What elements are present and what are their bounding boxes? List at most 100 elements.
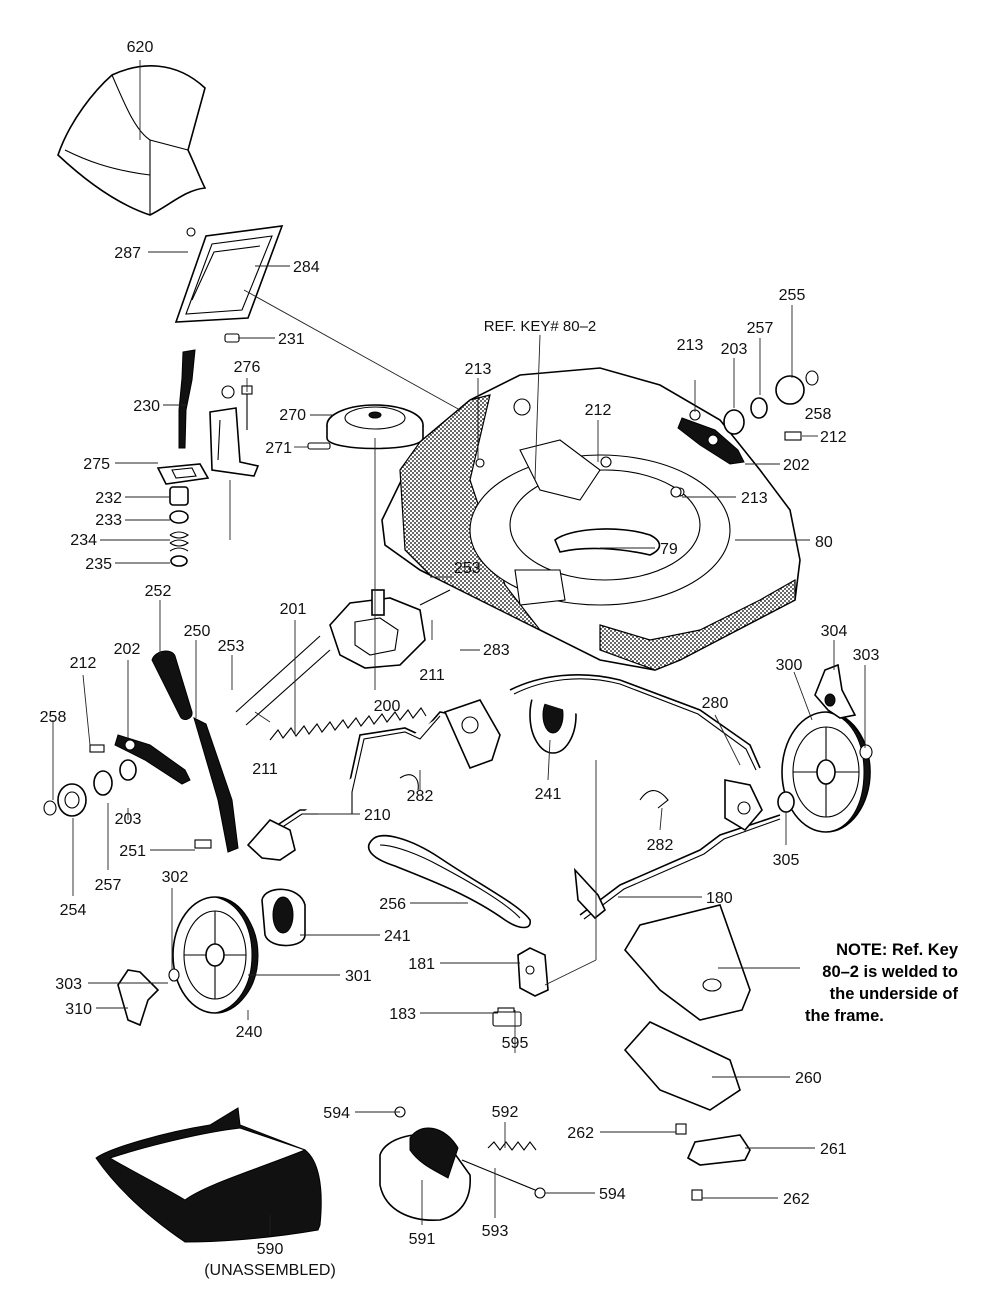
callout-201: 201 <box>280 601 307 618</box>
bracket-282-right <box>443 699 501 770</box>
callout-303-b: 303 <box>55 976 82 993</box>
callout-270: 270 <box>279 407 306 424</box>
spring-stack <box>169 486 189 567</box>
callout-590: 590 <box>257 1241 284 1258</box>
callout-212-b: 212 <box>820 429 847 446</box>
hubcap-310 <box>117 969 160 1027</box>
callout-620: 620 <box>127 39 154 56</box>
callout-212-a: 212 <box>585 402 612 419</box>
bracket-181 <box>497 947 549 1017</box>
callout-254: 254 <box>60 902 87 919</box>
bracket-250-lower <box>194 819 296 861</box>
callout-591: 591 <box>409 1231 436 1248</box>
spring-201 <box>269 707 427 741</box>
grass-bag-590 <box>95 1107 322 1243</box>
callout-labels: 620 287 284 231 276 230 270 271 275 232 … <box>40 39 880 1279</box>
callout-202-b: 202 <box>114 641 141 658</box>
callout-305: 305 <box>773 852 800 869</box>
bracket-275 <box>156 463 210 485</box>
callout-234: 234 <box>70 532 97 549</box>
callout-212-c: 212 <box>70 655 97 672</box>
plate-260 <box>623 1021 741 1111</box>
wheel-cover-241-left <box>261 888 306 947</box>
callout-183: 183 <box>389 1006 416 1023</box>
callout-230: 230 <box>133 398 160 415</box>
callout-282-b: 282 <box>647 837 674 854</box>
callout-211-b: 211 <box>252 761 278 778</box>
screws-262 <box>675 1123 703 1201</box>
callout-590-subtitle: (UNASSEMBLED) <box>204 1262 336 1279</box>
callout-261: 261 <box>820 1141 847 1158</box>
bracket-202-left <box>114 734 191 785</box>
ref-key-label: REF. KEY# 80–2 <box>484 318 597 335</box>
callout-275: 275 <box>83 456 110 473</box>
bracket-276 <box>209 385 260 477</box>
callout-200: 200 <box>374 698 401 715</box>
belt-256 <box>367 834 531 929</box>
callout-213-b: 213 <box>677 337 704 354</box>
callout-202-a: 202 <box>783 457 810 474</box>
callout-255: 255 <box>779 287 806 304</box>
callout-253-a: 253 <box>454 560 481 577</box>
rear-axle-180 <box>573 779 781 920</box>
chute-door-284 <box>174 225 284 323</box>
wheel-240 <box>172 896 259 1014</box>
callout-284: 284 <box>293 259 320 276</box>
callout-213-c: 213 <box>741 490 768 507</box>
leader-lines <box>52 60 866 1235</box>
lever-250 <box>193 717 239 853</box>
note-line-1: NOTE: Ref. Key <box>836 941 959 959</box>
note-line-2: 80–2 is welded to <box>822 963 958 981</box>
callout-250: 250 <box>184 623 211 640</box>
baffle-bracket <box>624 904 751 1021</box>
note-line-3: the underside of <box>830 985 959 1003</box>
callout-79: 79 <box>660 541 678 558</box>
callout-241-b: 241 <box>384 928 411 945</box>
callout-258-a: 258 <box>805 406 832 423</box>
callout-240: 240 <box>236 1024 263 1041</box>
callout-257-b: 257 <box>95 877 122 894</box>
callout-300: 300 <box>776 657 803 674</box>
callout-257-a: 257 <box>747 320 774 337</box>
callout-213-a: 213 <box>465 361 492 378</box>
key-271 <box>307 442 331 450</box>
bag-frame-591 <box>379 1011 546 1221</box>
callout-301: 301 <box>345 968 372 985</box>
callout-253-b: 253 <box>218 638 245 655</box>
transmission-200 <box>235 589 451 726</box>
callout-252: 252 <box>145 583 172 600</box>
callout-283: 283 <box>483 642 510 659</box>
callout-210: 210 <box>364 807 391 824</box>
bolt-231 <box>224 333 240 343</box>
callout-280: 280 <box>702 695 729 712</box>
axle-hardware-left <box>43 744 137 817</box>
washer-303-right <box>859 744 873 760</box>
wheel-300 <box>781 711 871 833</box>
callout-594-b: 594 <box>599 1186 626 1203</box>
discharge-chute-620 <box>57 65 207 216</box>
callout-251: 251 <box>119 843 146 860</box>
clip-282-left <box>399 774 669 809</box>
callout-260: 260 <box>795 1070 822 1087</box>
callout-203-a: 203 <box>721 341 748 358</box>
callout-181: 181 <box>408 956 435 973</box>
callout-241-a: 241 <box>535 786 562 803</box>
callout-231: 231 <box>278 331 305 348</box>
bracket-202-right <box>677 417 745 465</box>
height-lever-230 <box>178 349 196 449</box>
callout-80: 80 <box>815 534 833 551</box>
callout-304: 304 <box>821 623 848 640</box>
washer-302 <box>168 968 180 982</box>
callout-593: 593 <box>482 1223 509 1240</box>
callout-595: 595 <box>502 1035 529 1052</box>
callout-592: 592 <box>492 1104 519 1121</box>
pulley-270 <box>326 404 424 450</box>
callout-203-b: 203 <box>115 811 142 828</box>
callout-232: 232 <box>95 490 122 507</box>
callout-262-b: 262 <box>783 1191 810 1208</box>
plate-261 <box>686 1134 751 1166</box>
callout-256: 256 <box>379 896 406 913</box>
hubcap-304 <box>814 663 857 719</box>
